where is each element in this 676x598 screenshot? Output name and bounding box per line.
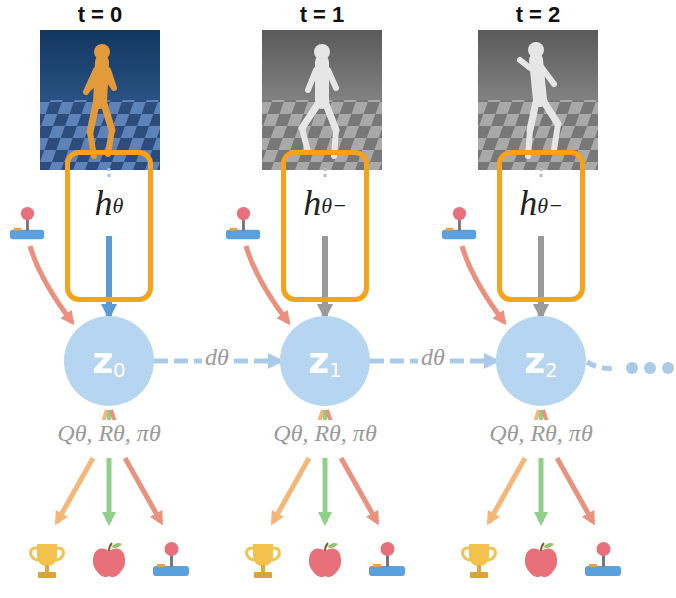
edge-label: dθ [418,344,448,371]
latent-circle: z2 [496,316,586,406]
latent-subscript: 0 [113,358,126,382]
continuation-dots [587,362,674,374]
head-icon [31,544,64,578]
encoder-symbol: h [303,185,321,221]
latent-subscript: 1 [329,358,342,382]
time-title: t = 0 [78,2,123,28]
encoder-box: hθ [65,150,153,302]
encoder-arrow [538,302,544,316]
head-icon [247,544,280,578]
edge-label: dθ [202,344,232,371]
encoder-subscript: θ− [537,193,563,219]
head-icon [585,542,621,576]
latent-symbol: z [524,343,545,379]
latent-circle: z1 [280,316,370,406]
encoder-subscript: θ− [321,193,347,219]
encoder-arrow [322,302,328,316]
head-label: Qθ, Rθ, πθ [271,420,378,447]
time-title: t = 2 [516,2,561,28]
encoder-box: hθ− [497,150,585,302]
action-input [10,207,504,322]
head-label: Qθ, Rθ, πθ [487,420,594,447]
frame-image [478,30,598,170]
head-icon [463,544,496,578]
head-icon [369,542,405,576]
encoder-box: hθ− [281,150,369,302]
head-icon [525,543,557,577]
frame-image [40,30,160,170]
encoder-arrow [106,302,112,316]
head-icon [93,543,125,577]
head-icon [153,542,189,576]
encoder-subscript: θ [113,193,124,219]
encoder-symbol: h [95,185,113,221]
head-label: Qθ, Rθ, πθ [55,420,162,447]
time-title: t = 1 [300,2,345,28]
encoder-symbol: h [519,185,537,221]
latent-symbol: z [308,343,329,379]
latent-circle: z0 [64,316,154,406]
head-icon [309,543,341,577]
prediction-heads [31,410,621,578]
frame-image [262,30,382,170]
latent-subscript: 2 [545,358,558,382]
latent-symbol: z [92,343,113,379]
